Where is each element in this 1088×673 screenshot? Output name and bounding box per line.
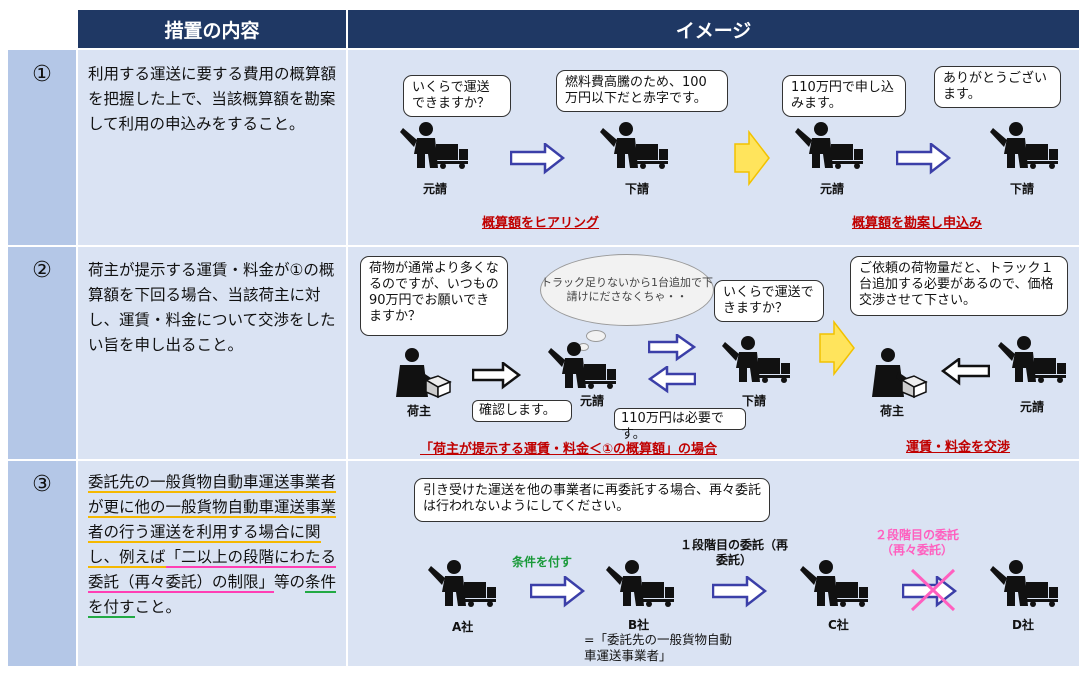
r1-person-truck-icon-2	[600, 120, 672, 172]
r1-person-truck-icon-1	[400, 120, 472, 172]
r1-caption-2: 概算額を勘案し申込み	[852, 216, 983, 231]
r3-stage2-label: ２段階目の委託（再々委託）	[874, 528, 959, 557]
row3-desc-part3: 等の	[274, 573, 306, 591]
r2-person-truck-icon-2	[722, 334, 794, 386]
r3-cross-mark-icon	[910, 568, 956, 612]
r1-bubble-4: ありがとうございます。	[934, 66, 1061, 108]
r3-note: =「委託先の一般貨物自動車運送事業者」	[584, 632, 732, 663]
r2-bubble-1: 荷物が通常より多くなるのですが、いつもの90万円でお願いできますか？	[360, 256, 508, 336]
header-col1: 措置の内容	[78, 10, 346, 48]
row3-desc-part2: 「二以上の段階にわたる委託（再々委託）の制限」	[88, 548, 337, 593]
r3-label-2: B社	[628, 618, 650, 632]
r2-label-2: 元請	[580, 394, 605, 408]
row3-desc-part4: 条件を付す	[88, 573, 337, 618]
row2-description: 荷主が提示する運賃・料金が①の概算額を下回る場合、当該荷主に対し、運賃・料金につ…	[88, 261, 336, 354]
r2-label-3: 下請	[742, 394, 767, 408]
r1-yellow-arrow-icon	[734, 131, 770, 185]
r2-person-truck-icon-1	[548, 340, 620, 392]
r1-label-2: 下請	[625, 182, 650, 196]
r3-condition-label: 条件を付す	[512, 555, 573, 569]
r2-left-arrow-icon-1	[648, 366, 696, 394]
r1-label-4: 下請	[1010, 182, 1035, 196]
r2-yellow-arrow-icon	[819, 321, 855, 375]
row1-description: 利用する運送に要する費用の概算額を把握した上で、当該概算額を勘案して利用の申込み…	[88, 65, 337, 133]
r2-bubble-3: ご依頼の荷物量だと、トラック１台追加する必要があるので、価格交渉させて下さい。	[850, 256, 1068, 316]
r1-bubble-3: 110万円で申し込みます。	[782, 75, 906, 117]
r3-bubble-1: 引き受けた運送を他の事業者に再委託する場合、再々委託は行われないようにしてくださ…	[414, 478, 770, 522]
r2-right-arrow-icon-2	[648, 334, 696, 362]
row2-num-cell	[8, 247, 76, 459]
r2-plain-box-1: 確認します。	[472, 400, 572, 422]
r3-person-truck-icon-1	[428, 558, 500, 610]
r3-person-truck-icon-3	[800, 558, 872, 610]
r1-bubble-1: いくらで運送できますか？	[403, 75, 511, 117]
r3-label-3: C社	[828, 618, 849, 632]
r1-person-truck-icon-4	[990, 120, 1062, 172]
r3-label-4: D社	[1012, 618, 1034, 632]
r2-label-1: 荷主	[407, 404, 432, 418]
row2-desc-cell	[78, 247, 346, 459]
row3-desc-part1: 委託先の一般貨物自動車運送事業者が更に他の一般貨物自動車運送事業者の行う運送を利…	[88, 473, 337, 568]
row1-num-cell	[8, 50, 76, 245]
r2-thought-cloud: トラック足りないから1台追加で下請けにださなくちゃ・・	[540, 254, 714, 326]
r2-label-5: 元請	[1020, 400, 1045, 414]
r1-right-arrow-icon-1	[510, 143, 565, 174]
r3-right-arrow-icon-1	[530, 576, 585, 607]
r2-right-arrow-icon-1	[472, 362, 521, 389]
header-col2: イメージ	[348, 10, 1079, 48]
r2-person-box-icon-1	[395, 347, 451, 398]
r1-label-1: 元請	[423, 182, 448, 196]
row3-description: 委託先の一般貨物自動車運送事業者が更に他の一般貨物自動車運送事業者の行う運送を利…	[88, 470, 346, 620]
r3-person-truck-icon-2	[606, 558, 678, 610]
row1-number: ①	[32, 62, 52, 87]
r2-bubble-2: いくらで運送できますか？	[714, 280, 824, 322]
r3-label-1: A社	[452, 620, 474, 634]
row3-desc-part5: こと。	[134, 598, 182, 616]
r1-bubble-2: 燃料費高騰のため、100万円以下だと赤字です。	[556, 70, 728, 112]
r1-person-truck-icon-3	[795, 120, 867, 172]
r1-caption-1: 概算額をヒアリング	[482, 216, 600, 231]
r3-stage1-label: １段階目の委託（再委託）	[680, 538, 789, 567]
r2-caption-2: 運賃・料金を交渉	[906, 440, 1011, 455]
r2-label-4: 荷主	[880, 404, 905, 418]
row3-number: ③	[32, 472, 52, 497]
r2-left-arrow-icon-2	[940, 358, 990, 386]
r2-thought-dot-1	[586, 330, 606, 342]
r2-person-box-icon-2	[871, 347, 927, 398]
r1-label-3: 元請	[820, 182, 845, 196]
r1-right-arrow-icon-2	[896, 143, 951, 174]
r2-person-truck-icon-3	[998, 334, 1070, 386]
r2-plain-box-2: 110万円は必要です。	[614, 408, 746, 442]
row3-num-cell	[8, 461, 76, 666]
row1-desc-cell	[78, 50, 346, 245]
row3-desc-cell	[78, 461, 346, 666]
r3-person-truck-icon-4	[990, 558, 1062, 610]
r2-caption-1: 「荷主が提示する運賃・料金＜①の概算額」の場合	[420, 442, 718, 457]
r3-right-arrow-icon-2	[712, 576, 767, 607]
row2-number: ②	[32, 258, 52, 283]
